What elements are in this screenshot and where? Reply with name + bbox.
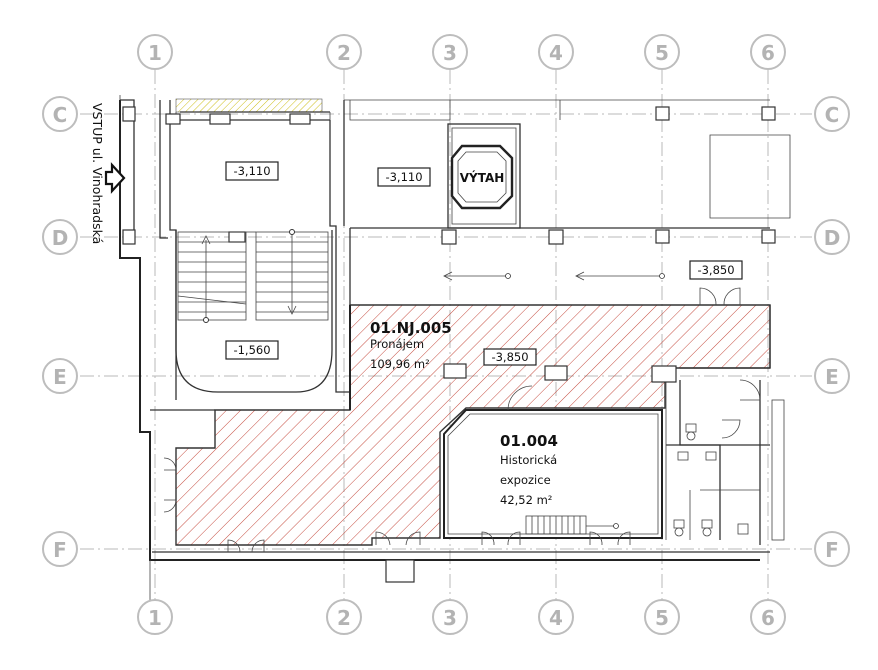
grid-bubble-F-left: F <box>42 531 78 567</box>
grid-bubble-C-left: C <box>42 96 78 132</box>
svg-text:1: 1 <box>148 41 162 65</box>
svg-text:E: E <box>53 365 67 389</box>
svg-text:1: 1 <box>148 606 162 630</box>
svg-text:2: 2 <box>337 41 351 65</box>
svg-text:E: E <box>825 365 839 389</box>
direction-lines <box>443 271 665 281</box>
grid-bubble-4-bottom: 4 <box>538 599 574 635</box>
room-number: 01.NJ.005 <box>370 319 452 337</box>
staircase <box>175 229 333 393</box>
yellow-hatch <box>175 98 323 113</box>
level-label-lift-lobby: -3,110 <box>377 167 431 187</box>
columns <box>122 106 776 583</box>
wc-fixtures <box>673 399 785 541</box>
grid-bubble-D-left: D <box>42 219 78 255</box>
walls <box>119 95 791 600</box>
svg-text:D: D <box>52 226 69 250</box>
svg-text:3: 3 <box>443 41 457 65</box>
room-name-line1: Historická <box>500 453 557 467</box>
entrance-label: VSTUP ul. Vinohradská <box>90 103 105 244</box>
room-area: 109,96 m² <box>370 357 430 371</box>
svg-text:-1,560: -1,560 <box>233 343 270 357</box>
stair-historicka <box>525 515 619 535</box>
grid-bubble-6-top: 6 <box>750 34 786 70</box>
level-label-stair-upper: -3,110 <box>225 161 279 181</box>
grid-bubble-3-top: 3 <box>432 34 468 70</box>
grid-bubble-E-left: E <box>42 358 78 394</box>
lift-shaft <box>447 123 521 229</box>
svg-text:C: C <box>53 103 68 127</box>
svg-text:5: 5 <box>655 41 669 65</box>
svg-text:4: 4 <box>549 41 563 65</box>
room-number: 01.004 <box>500 432 558 450</box>
room-area: 42,52 m² <box>500 493 552 507</box>
grid-bubble-F-right: F <box>814 531 850 567</box>
grid-bubble-1-bottom: 1 <box>137 599 173 635</box>
grid-bubble-4-top: 4 <box>538 34 574 70</box>
room-name: Pronájem <box>370 337 424 351</box>
svg-text:3: 3 <box>443 606 457 630</box>
level-label-corridor: -3,850 <box>483 348 537 366</box>
svg-text:C: C <box>825 103 840 127</box>
room-label-historicka: 01.004 Historická expozice 42,52 m² <box>500 432 558 507</box>
svg-text:-3,110: -3,110 <box>385 170 422 184</box>
room-label-pronajem: 01.NJ.005 Pronájem 109,96 m² <box>370 319 452 371</box>
grid-bubble-6-bottom: 6 <box>750 599 786 635</box>
doors <box>163 287 761 553</box>
svg-text:6: 6 <box>761 606 775 630</box>
room-name-line2: expozice <box>500 473 551 487</box>
grid-bubble-5-bottom: 5 <box>644 599 680 635</box>
grid-bubble-2-top: 2 <box>326 34 362 70</box>
level-label-stair-landing: -1,560 <box>225 340 279 360</box>
svg-text:-3,850: -3,850 <box>491 350 528 364</box>
svg-text:6: 6 <box>761 41 775 65</box>
grid-bubble-1-top: 1 <box>137 34 173 70</box>
svg-text:-3,850: -3,850 <box>697 263 734 277</box>
svg-text:4: 4 <box>549 606 563 630</box>
room-historicka-expozice <box>443 385 663 539</box>
svg-text:2: 2 <box>337 606 351 630</box>
grid-bubble-E-right: E <box>814 358 850 394</box>
grid-bubble-5-top: 5 <box>644 34 680 70</box>
svg-text:F: F <box>53 538 67 562</box>
svg-text:-3,110: -3,110 <box>233 164 270 178</box>
lift-label: VÝTAH <box>460 170 505 185</box>
grid-bubble-C-right: C <box>814 96 850 132</box>
grid-bubble-2-bottom: 2 <box>326 599 362 635</box>
level-label-entry-door: -3,850 <box>689 260 743 280</box>
grid-bubble-D-right: D <box>814 219 850 255</box>
entrance-arrow-icon <box>104 162 126 194</box>
svg-text:F: F <box>825 538 839 562</box>
grid-bubble-3-bottom: 3 <box>432 599 468 635</box>
svg-text:5: 5 <box>655 606 669 630</box>
svg-text:D: D <box>824 226 841 250</box>
